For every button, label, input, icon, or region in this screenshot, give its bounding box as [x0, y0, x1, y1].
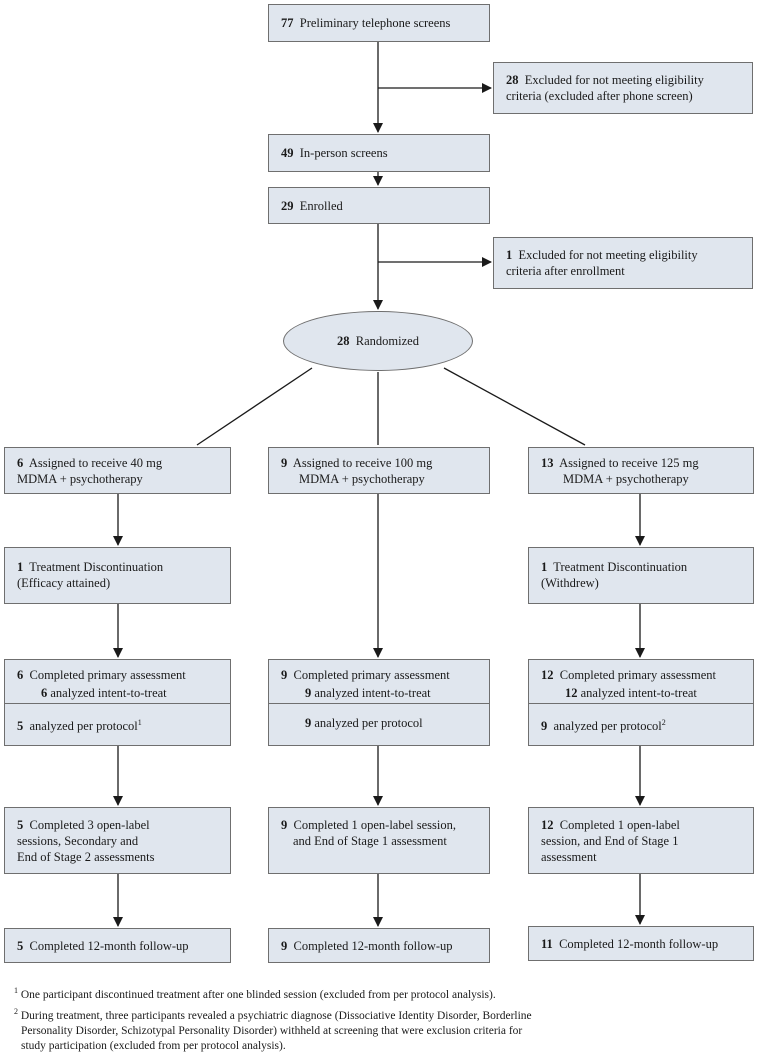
arm2-primary-assessment-box: 9 Completed primary assessment 9 analyze…	[268, 659, 490, 746]
enrolled-box: 29 Enrolled	[268, 187, 490, 224]
arm2-open-label-box: 9 Completed 1 open-label session, and En…	[268, 807, 490, 874]
in-person-screens-box: 49 In-person screens	[268, 134, 490, 172]
arm3-discontinuation-box: 1 Treatment Discontinuation (Withdrew)	[528, 547, 754, 604]
arm1-discontinuation-box: 1 Treatment Discontinuation (Efficacy at…	[4, 547, 231, 604]
randomized-node: 28 Randomized	[283, 311, 473, 371]
footnote-2: 2 During treatment, three participants r…	[14, 1007, 532, 1052]
arm1-open-label-box: 5 Completed 3 open-label sessions, Secon…	[4, 807, 231, 874]
arm3-assigned-box: 13 Assigned to receive 125 mg MDMA + psy…	[528, 447, 754, 494]
footnote-1: 1 One participant discontinued treatment…	[14, 986, 496, 1001]
arm1-primary-divider	[5, 702, 230, 704]
arm1-assigned-box: 6 Assigned to receive 40 mg MDMA + psych…	[4, 447, 231, 494]
arm2-assigned-box: 9 Assigned to receive 100 mg MDMA + psyc…	[268, 447, 490, 494]
arm1-followup-box: 5 Completed 12-month follow-up	[4, 928, 231, 963]
arm1-primary-assessment-box: 6 Completed primary assessment 6 analyze…	[4, 659, 231, 746]
footnote-mark-1: 1	[137, 718, 142, 727]
arm3-open-label-box: 12 Completed 1 open-label session, and E…	[528, 807, 754, 874]
branch-to-125mg	[443, 367, 586, 446]
arm3-primary-divider	[529, 702, 753, 704]
excluded-phone-screen-box: 28 Excluded for not meeting eligibility …	[493, 62, 753, 114]
arm2-followup-box: 9 Completed 12-month follow-up	[268, 928, 490, 963]
arm3-followup-box: 11 Completed 12-month follow-up	[528, 926, 754, 961]
arm2-primary-divider	[269, 702, 489, 704]
branch-to-40mg	[196, 367, 313, 446]
excluded-after-enrollment-box: 1 Excluded for not meeting eligibility c…	[493, 237, 753, 289]
footnote-mark-2: 2	[661, 718, 666, 727]
arm3-primary-assessment-box: 12 Completed primary assessment 12 analy…	[528, 659, 754, 746]
preliminary-screens-box: 77 Preliminary telephone screens	[268, 4, 490, 42]
